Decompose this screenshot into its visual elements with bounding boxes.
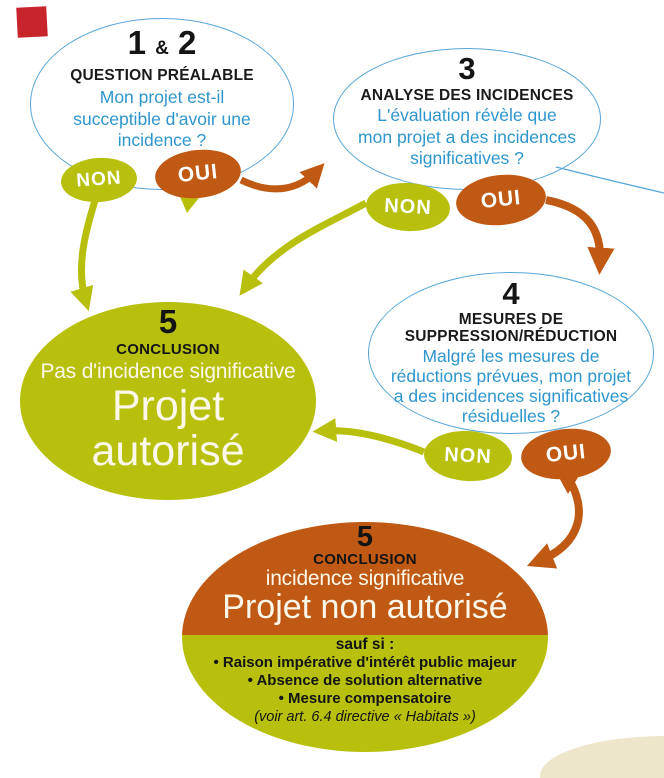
exception-bullet-1: • Raison impérative d'intérêt public maj… bbox=[213, 654, 517, 671]
badge-non-step3: NON bbox=[364, 180, 452, 234]
oui12-to-step3-arrow bbox=[239, 163, 325, 193]
step4-title-line1: MESURES DE bbox=[458, 311, 564, 328]
bubble-analyse-incidences: 3 ANALYSE DES INCIDENCES L'évaluation ré… bbox=[333, 48, 601, 190]
exceptions-label: sauf si : bbox=[335, 636, 395, 653]
step12-number: 1 & 2 bbox=[127, 24, 197, 61]
conclusion-ok-subtitle: Pas d'incidence significative bbox=[40, 360, 296, 383]
step4-number: 4 bbox=[502, 276, 520, 311]
non12-to-authorized-arrow bbox=[70, 192, 101, 312]
refused-green-half bbox=[182, 635, 548, 752]
step4-title-line2: SUPPRESSION/RÉDUCTION bbox=[404, 328, 618, 345]
step3-question: L'évaluation révèle que mon projet a des… bbox=[358, 105, 576, 168]
habitats-directive-note: (voir art. 6.4 directive « Habitats ») bbox=[254, 709, 476, 725]
conclusion-ko-result: Projet non autorisé bbox=[222, 588, 508, 626]
conclusion-ok-result: Projet autorisé bbox=[91, 382, 245, 475]
conclusion-ok-number: 5 bbox=[158, 303, 178, 340]
badge-non-step4: NON bbox=[422, 428, 514, 484]
bubble-question-prealable: 1 & 2 QUESTION PRÉALABLE Mon projet est-… bbox=[30, 18, 294, 190]
step3-title: ANALYSE DES INCIDENCES bbox=[360, 87, 574, 104]
conclusion-ko-title: CONCLUSION bbox=[313, 551, 417, 568]
step3-number: 3 bbox=[458, 51, 476, 86]
oui3-to-step4-arrow bbox=[545, 196, 615, 275]
conclusion-project-authorized: 5 CONCLUSION Pas d'incidence significati… bbox=[20, 302, 316, 500]
step12-question: Mon projet est-il succeptible d'avoir un… bbox=[73, 87, 251, 150]
cream-background-ellipse bbox=[540, 736, 664, 778]
conclusion-ko-number: 5 bbox=[356, 522, 374, 553]
conclusion-ok-title: CONCLUSION bbox=[116, 341, 220, 358]
conclusion-project-refused: 5 CONCLUSION incidence significative Pro… bbox=[182, 522, 548, 752]
conclusion-ko-subtitle: incidence significative bbox=[265, 567, 465, 590]
non3-to-authorized-arrow bbox=[239, 199, 368, 296]
stray-blue-arc bbox=[555, 166, 664, 194]
non4-to-authorized-arrow bbox=[312, 418, 426, 456]
exception-bullet-3: • Mesure compensatoire bbox=[278, 690, 452, 707]
refused-orange-half bbox=[182, 522, 548, 635]
step4-question: Malgré les mesures de réductions prévues… bbox=[390, 346, 632, 426]
badge-oui-step4: OUI bbox=[518, 424, 614, 484]
step12-title: QUESTION PRÉALABLE bbox=[70, 67, 254, 84]
bubble-mesures-suppression: 4 MESURES DE SUPPRESSION/RÉDUCTION Malgr… bbox=[368, 272, 654, 434]
exception-bullet-2: • Absence de solution alternative bbox=[247, 672, 483, 689]
